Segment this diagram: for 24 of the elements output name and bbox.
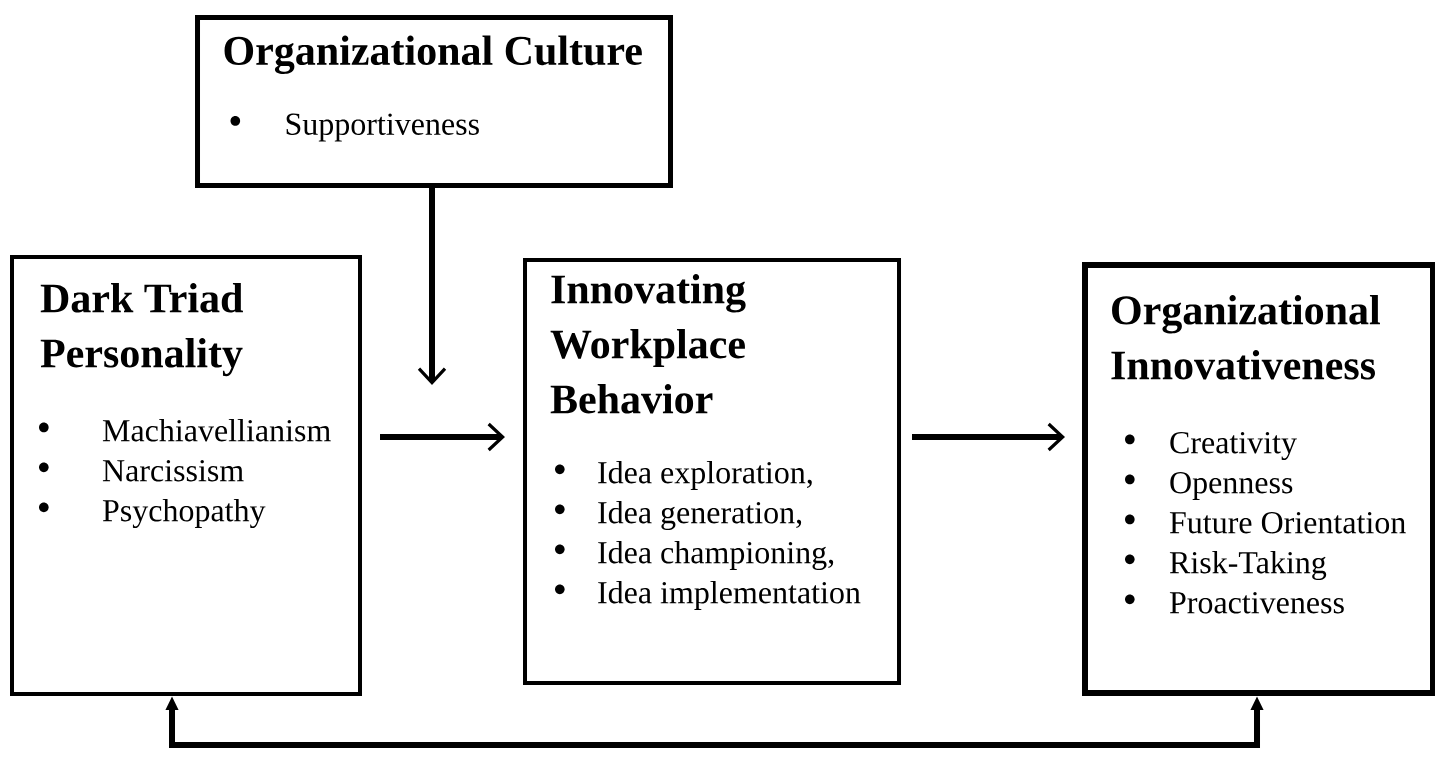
- concept-box: [1082, 262, 1435, 696]
- bullet-item: Risk-Taking: [1169, 550, 1327, 581]
- box-heading: Organizational Innovativeness: [1111, 295, 1380, 380]
- bullet-item: Creativity: [1170, 431, 1297, 461]
- box-heading: Dark Triad Personality: [40, 283, 243, 377]
- bullet-item: Idea championing,: [598, 540, 834, 571]
- bullet-item: Idea exploration,: [598, 460, 812, 490]
- concept-box: [10, 255, 362, 696]
- bullet-item: Psychopathy: [102, 498, 266, 529]
- concept-box: [195, 15, 673, 188]
- box-heading: Innovating Workplace Behavior: [550, 274, 746, 414]
- arrow: [417, 188, 447, 385]
- bullet-item: Proactiveness: [1169, 591, 1344, 614]
- bullet-item: Supportiveness: [286, 113, 479, 142]
- bullet-item: Openness: [1170, 471, 1293, 500]
- concept-box: [523, 258, 901, 685]
- box-heading: Organizational Culture: [224, 35, 642, 74]
- bullet-item: Idea implementation: [598, 580, 861, 610]
- arrow: [912, 422, 1065, 452]
- arrow: [380, 422, 505, 452]
- bullet-item: Narcissism: [102, 459, 244, 482]
- bullet-item: Machiavellianism: [102, 418, 331, 442]
- bullet-item: Idea generation,: [598, 500, 802, 531]
- bullet-item: Future Orientation: [1169, 511, 1406, 534]
